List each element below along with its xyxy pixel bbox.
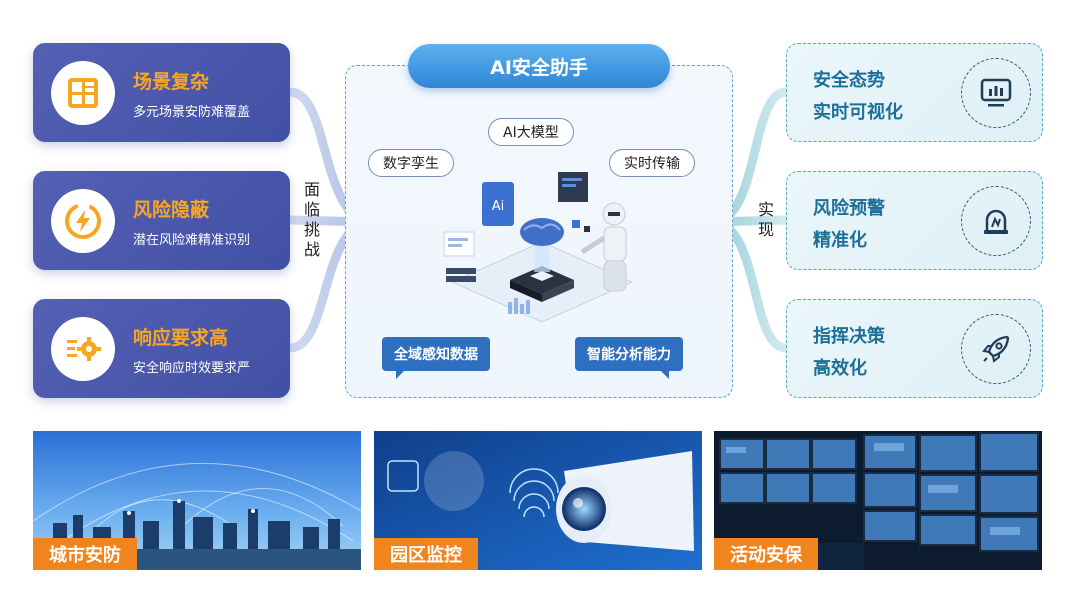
challenge-title: 响应要求高 bbox=[133, 327, 229, 349]
bubble-global-sensing-data: 全域感知数据 bbox=[382, 337, 490, 379]
gear-speed-icon bbox=[51, 317, 115, 381]
rocket-icon bbox=[961, 314, 1031, 384]
result-line-2: 实时可视化 bbox=[813, 102, 903, 123]
challenge-card-hidden-risks: 风险隐蔽 潜在风险难精准识别 bbox=[33, 171, 290, 270]
scene-label: 活动安保 bbox=[714, 538, 818, 570]
challenge-subtitle: 潜在风险难精准识别 bbox=[133, 233, 251, 248]
scene-city-security: 城市安防 bbox=[33, 431, 361, 570]
scene-label: 园区监控 bbox=[374, 538, 478, 570]
bubble-tail bbox=[660, 370, 669, 379]
ai-badge-text: Ai bbox=[492, 199, 505, 214]
result-line-2: 精准化 bbox=[813, 230, 867, 251]
pill-ai-model: AI大模型 bbox=[488, 118, 574, 146]
challenge-title: 风险隐蔽 bbox=[133, 199, 210, 221]
pill-realtime-transfer: 实时传输 bbox=[609, 149, 695, 177]
ai-assistant-title: AI安全助手 bbox=[408, 44, 670, 88]
results-label-char: 实 bbox=[757, 200, 774, 219]
result-line-2: 高效化 bbox=[813, 358, 867, 379]
challenges-label: 面 临 挑 战 bbox=[302, 180, 322, 260]
result-card-risk-warning: 风险预警 精准化 bbox=[786, 171, 1043, 270]
monitor-chart-icon bbox=[961, 58, 1031, 128]
result-line-1: 风险预警 bbox=[813, 198, 885, 219]
challenges-label-char: 临 bbox=[303, 200, 320, 219]
scene-park-monitoring: 园区监控 bbox=[374, 431, 702, 570]
results-label: 实 现 bbox=[756, 200, 776, 240]
result-line-1: 安全态势 bbox=[813, 70, 885, 91]
result-line-1: 指挥决策 bbox=[813, 326, 885, 347]
ai-platform-illustration: Ai bbox=[443, 172, 634, 323]
challenges-label-char: 面 bbox=[303, 180, 320, 199]
alarm-light-icon bbox=[961, 186, 1031, 256]
challenge-subtitle: 安全响应时效要求严 bbox=[133, 361, 251, 376]
result-card-command-efficiency: 指挥决策 高效化 bbox=[786, 299, 1043, 398]
bubble-smart-analysis: 智能分析能力 bbox=[575, 337, 683, 379]
challenge-subtitle: 多元场景安防难覆盖 bbox=[133, 105, 251, 120]
scene-event-security: 活动安保 bbox=[714, 431, 1042, 570]
challenge-title: 场景复杂 bbox=[133, 71, 210, 93]
scene-label: 城市安防 bbox=[33, 538, 137, 570]
bubble-tail bbox=[396, 370, 405, 379]
result-card-situation-visualization: 安全态势 实时可视化 bbox=[786, 43, 1043, 142]
security-camera-fingerprint-photo bbox=[374, 431, 702, 570]
challenge-card-complex-scenes: 场景复杂 多元场景安防难覆盖 bbox=[33, 43, 290, 142]
bubble-text: 智能分析能力 bbox=[587, 347, 671, 363]
layout-grid-icon bbox=[51, 61, 115, 125]
challenges-label-char: 战 bbox=[303, 240, 320, 259]
challenge-card-high-response: 响应要求高 安全响应时效要求严 bbox=[33, 299, 290, 398]
results-label-char: 现 bbox=[757, 220, 774, 239]
challenges-label-char: 挑 bbox=[303, 220, 320, 239]
lightning-bolt-icon bbox=[51, 189, 115, 253]
pill-digital-twin: 数字孪生 bbox=[368, 149, 454, 177]
bubble-text: 全域感知数据 bbox=[394, 347, 478, 363]
